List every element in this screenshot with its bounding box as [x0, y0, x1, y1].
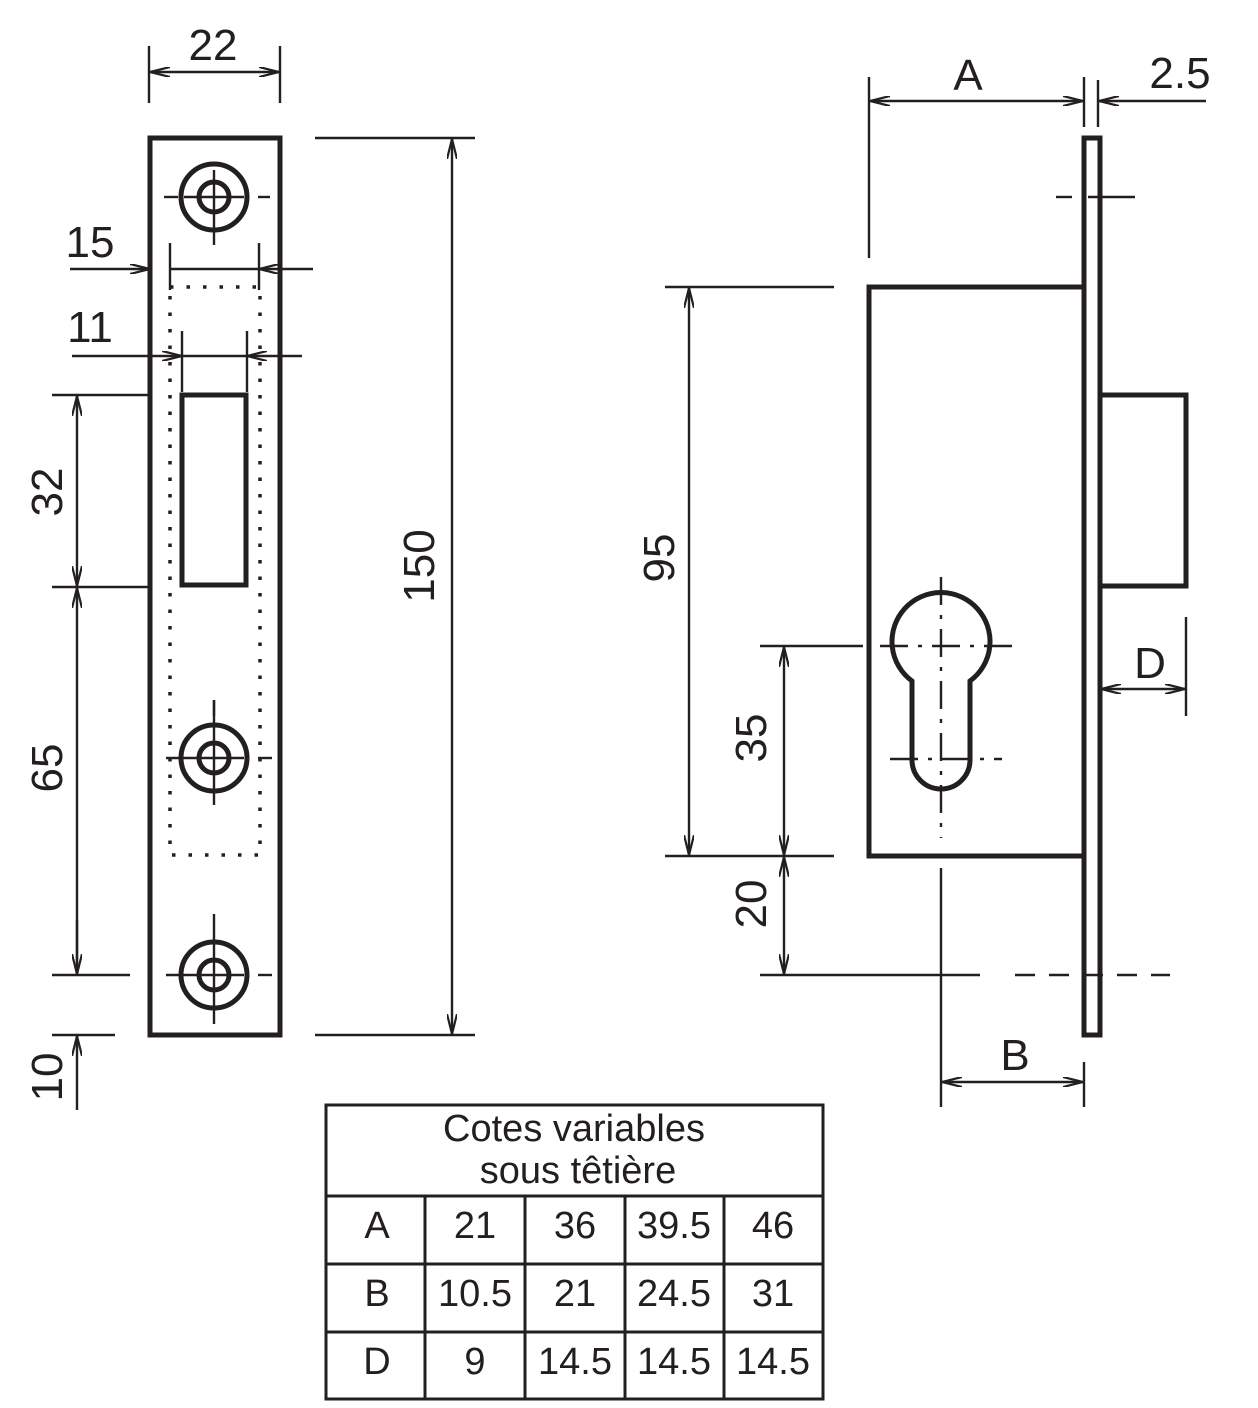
dim-label-35: 35 — [727, 714, 776, 763]
variable-dimensions-table: Cotes variables sous têtière A 21 36 39.5 46… — [324, 1103, 825, 1401]
bolt — [1100, 392, 1189, 589]
lock-body — [866, 284, 1084, 859]
table-title-line2: sous têtière — [480, 1150, 676, 1192]
table-cell: 21 — [454, 1205, 496, 1247]
table-cell: 24.5 — [637, 1273, 711, 1315]
dim-label-22: 22 — [189, 21, 238, 70]
screw-hole-bottom — [166, 914, 272, 1024]
dim-label-B: B — [1000, 1031, 1029, 1080]
dim-vertical-chain: 32 65 10 — [23, 393, 148, 1110]
dim-label-D: D — [1134, 639, 1166, 688]
dim-label-20: 20 — [727, 880, 776, 929]
table-cell: 31 — [752, 1273, 794, 1315]
dim-label-A: A — [953, 51, 983, 100]
faceplate-outline — [147, 135, 283, 1038]
dim-label-15: 15 — [66, 218, 115, 267]
dim-label-2-5: 2.5 — [1149, 49, 1210, 98]
dim-side-vertical: 95 35 20 — [635, 285, 1170, 977]
side-faceplate — [1081, 135, 1103, 1038]
table-cell: 10.5 — [438, 1273, 512, 1315]
screw-hole-middle — [166, 700, 272, 805]
dim-label-150: 150 — [395, 529, 444, 602]
dim-total-height: 150 — [315, 136, 475, 1037]
table-cell: 46 — [752, 1205, 794, 1247]
table-cell: 36 — [554, 1205, 596, 1247]
latch-window — [179, 392, 249, 588]
table-cell: 9 — [464, 1341, 485, 1383]
dim-faceplate-width: 22 — [147, 21, 282, 103]
table-cell: 14.5 — [736, 1341, 810, 1383]
screw-hole-top — [164, 161, 270, 245]
table-cell: 39.5 — [637, 1205, 711, 1247]
side-view: A 2.5 95 35 20 B D — [635, 49, 1211, 1107]
table-cell: 21 — [554, 1273, 596, 1315]
dim-bolt-throw: D — [1101, 617, 1188, 716]
dim-outer-slot: 15 — [66, 218, 313, 290]
dim-label-32: 32 — [23, 468, 72, 517]
table-cell: 14.5 — [637, 1341, 711, 1383]
dim-label-10: 10 — [23, 1053, 72, 1102]
table-row-label: B — [364, 1273, 389, 1315]
table-cells: A 21 36 39.5 46B 10.5 21 24.5 31D 9 14.5 14.5 14.5 — [363, 1205, 810, 1383]
dim-label-95: 95 — [635, 534, 684, 583]
table-row-label: A — [364, 1205, 390, 1247]
table-row-label: D — [363, 1341, 390, 1383]
dim-backset: A 2.5 — [867, 49, 1211, 258]
dim-cylinder-offset: B — [939, 868, 1086, 1107]
table-title-line1: Cotes variables — [443, 1108, 705, 1150]
table-cell: 14.5 — [538, 1341, 612, 1383]
dim-label-11: 11 — [67, 303, 113, 352]
cylinder-keyhole — [889, 590, 993, 792]
front-view: 22 15 11 — [23, 21, 475, 1110]
dim-inner-slot: 11 — [67, 303, 302, 392]
dim-label-65: 65 — [23, 744, 72, 793]
